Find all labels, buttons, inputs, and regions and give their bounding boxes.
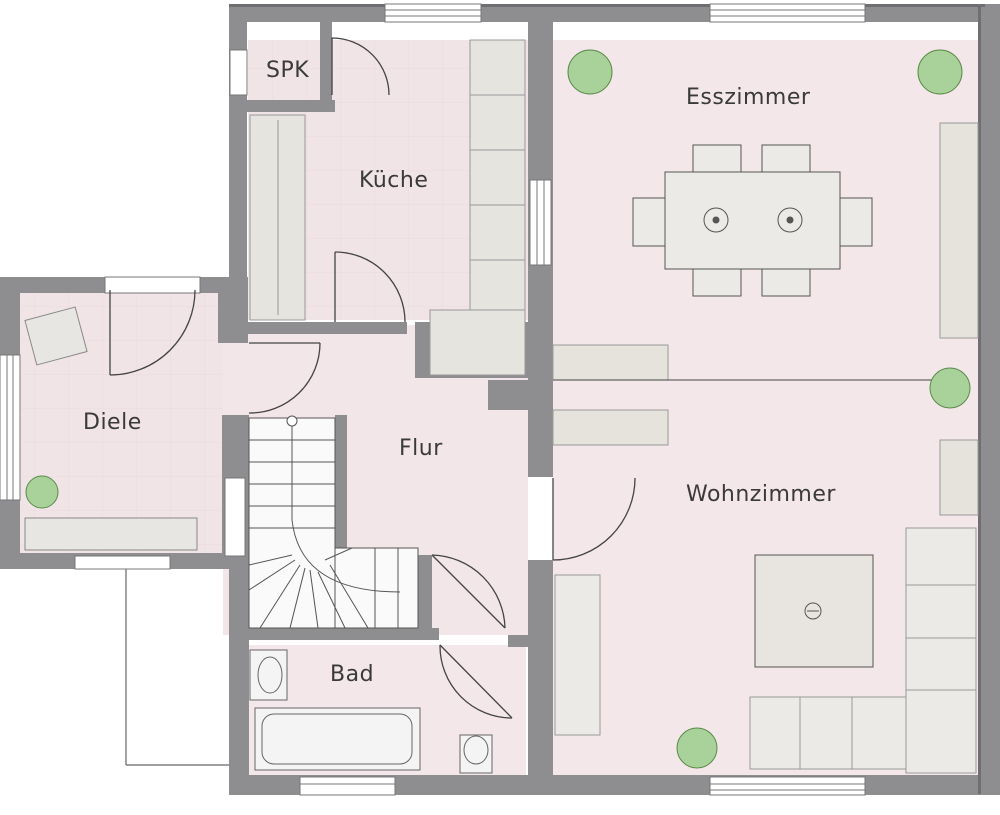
living-furniture xyxy=(554,527,977,774)
diele-furniture xyxy=(24,306,198,551)
carport-outline xyxy=(125,568,232,766)
wall-shadows xyxy=(229,4,985,794)
windows xyxy=(0,3,866,796)
room-label-kueche: Küche xyxy=(359,168,429,193)
plants xyxy=(25,49,971,769)
room-label-spk: SPK xyxy=(266,58,310,83)
room-label-esszimmer: Esszimmer xyxy=(686,85,811,110)
doors xyxy=(109,37,636,719)
kitchen-counters xyxy=(249,39,526,376)
bath-fixtures xyxy=(249,649,493,774)
room-label-flur: Flur xyxy=(399,436,443,461)
dining-table xyxy=(632,144,873,297)
room-label-wohnzimmer: Wohnzimmer xyxy=(686,482,836,507)
staircase xyxy=(248,415,419,629)
room-label-diele: Diele xyxy=(83,410,142,435)
room-label-bad: Bad xyxy=(330,662,375,687)
